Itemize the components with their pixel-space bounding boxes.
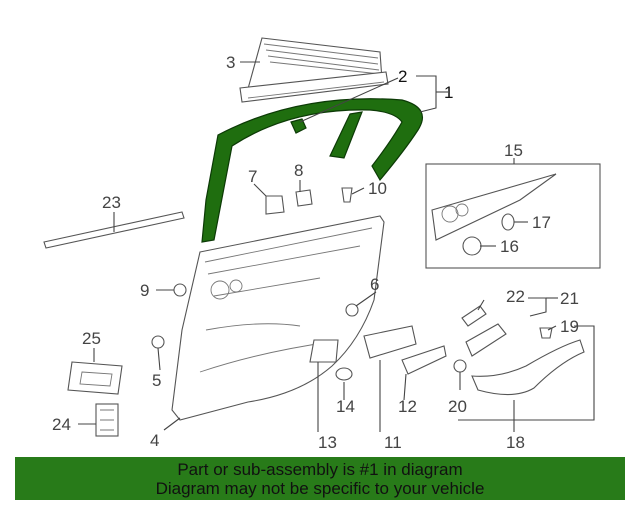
callout-4: 4 [150, 431, 159, 450]
part-4-door-panel[interactable] [171, 215, 385, 421]
callout-2: 2 [398, 67, 407, 86]
callout-7: 7 [248, 167, 257, 186]
part-1-frame-highlighted[interactable] [201, 98, 423, 243]
callout-20: 20 [448, 397, 467, 416]
callout-19: 19 [560, 317, 579, 336]
banner-line-2: Diagram may not be specific to your vehi… [155, 479, 485, 498]
part-20-fastener[interactable] [453, 359, 467, 373]
part-8-clip[interactable] [295, 189, 313, 207]
callout-8: 8 [294, 161, 303, 180]
callout-23: 23 [102, 193, 121, 212]
banner-line-1: Part or sub-assembly is #1 in diagram [177, 460, 463, 479]
parts-diagram: 1 2 3 4 5 6 7 8 9 10 11 12 13 14 15 16 1… [43, 37, 601, 452]
leader-lines [78, 61, 595, 432]
callout-13: 13 [318, 433, 337, 452]
callout-1: 1 [444, 83, 453, 102]
callout-3: 3 [226, 53, 235, 72]
callout-25: 25 [82, 329, 101, 348]
callout-10: 10 [368, 179, 387, 198]
callouts: 1 2 3 4 5 6 7 8 9 10 11 12 13 14 15 16 1… [52, 53, 579, 452]
callout-21: 21 [560, 289, 579, 308]
callout-12: 12 [398, 397, 417, 416]
part-22-switch[interactable] [461, 305, 487, 327]
part-3-sunshade[interactable] [239, 37, 389, 103]
part-10-fastener[interactable] [341, 187, 353, 203]
part-19-clip[interactable] [539, 327, 553, 339]
part-6-fastener[interactable] [345, 303, 359, 317]
callout-15: 15 [504, 141, 523, 160]
part-13-bezel[interactable] [309, 339, 339, 363]
part-21-switch-assembly[interactable] [465, 323, 507, 357]
callout-17: 17 [532, 213, 551, 232]
part-16-cover[interactable] [462, 236, 482, 256]
callout-5: 5 [152, 371, 161, 390]
callout-24: 24 [52, 415, 71, 434]
info-banner: Part or sub-assembly is #1 in diagram Di… [15, 457, 625, 500]
callout-18: 18 [506, 433, 525, 452]
part-12-trim[interactable] [401, 345, 447, 375]
part-15-group[interactable] [425, 163, 601, 269]
part-9-fastener[interactable] [173, 283, 187, 297]
callout-16: 16 [500, 237, 519, 256]
callout-22: 22 [506, 287, 525, 306]
part-14-clip[interactable] [335, 367, 353, 381]
part-11-handle[interactable] [363, 325, 417, 359]
part-5-fastener[interactable] [151, 335, 165, 349]
callout-6: 6 [370, 275, 379, 294]
part-18-handle-trim[interactable] [471, 339, 585, 396]
callout-11: 11 [384, 433, 402, 452]
callout-9: 9 [140, 281, 149, 300]
part-25-switch[interactable] [67, 361, 123, 395]
part-17-cover[interactable] [501, 213, 515, 231]
part-7-clip[interactable] [265, 195, 285, 215]
callout-14: 14 [336, 397, 355, 416]
part-24-switch[interactable] [95, 403, 119, 437]
